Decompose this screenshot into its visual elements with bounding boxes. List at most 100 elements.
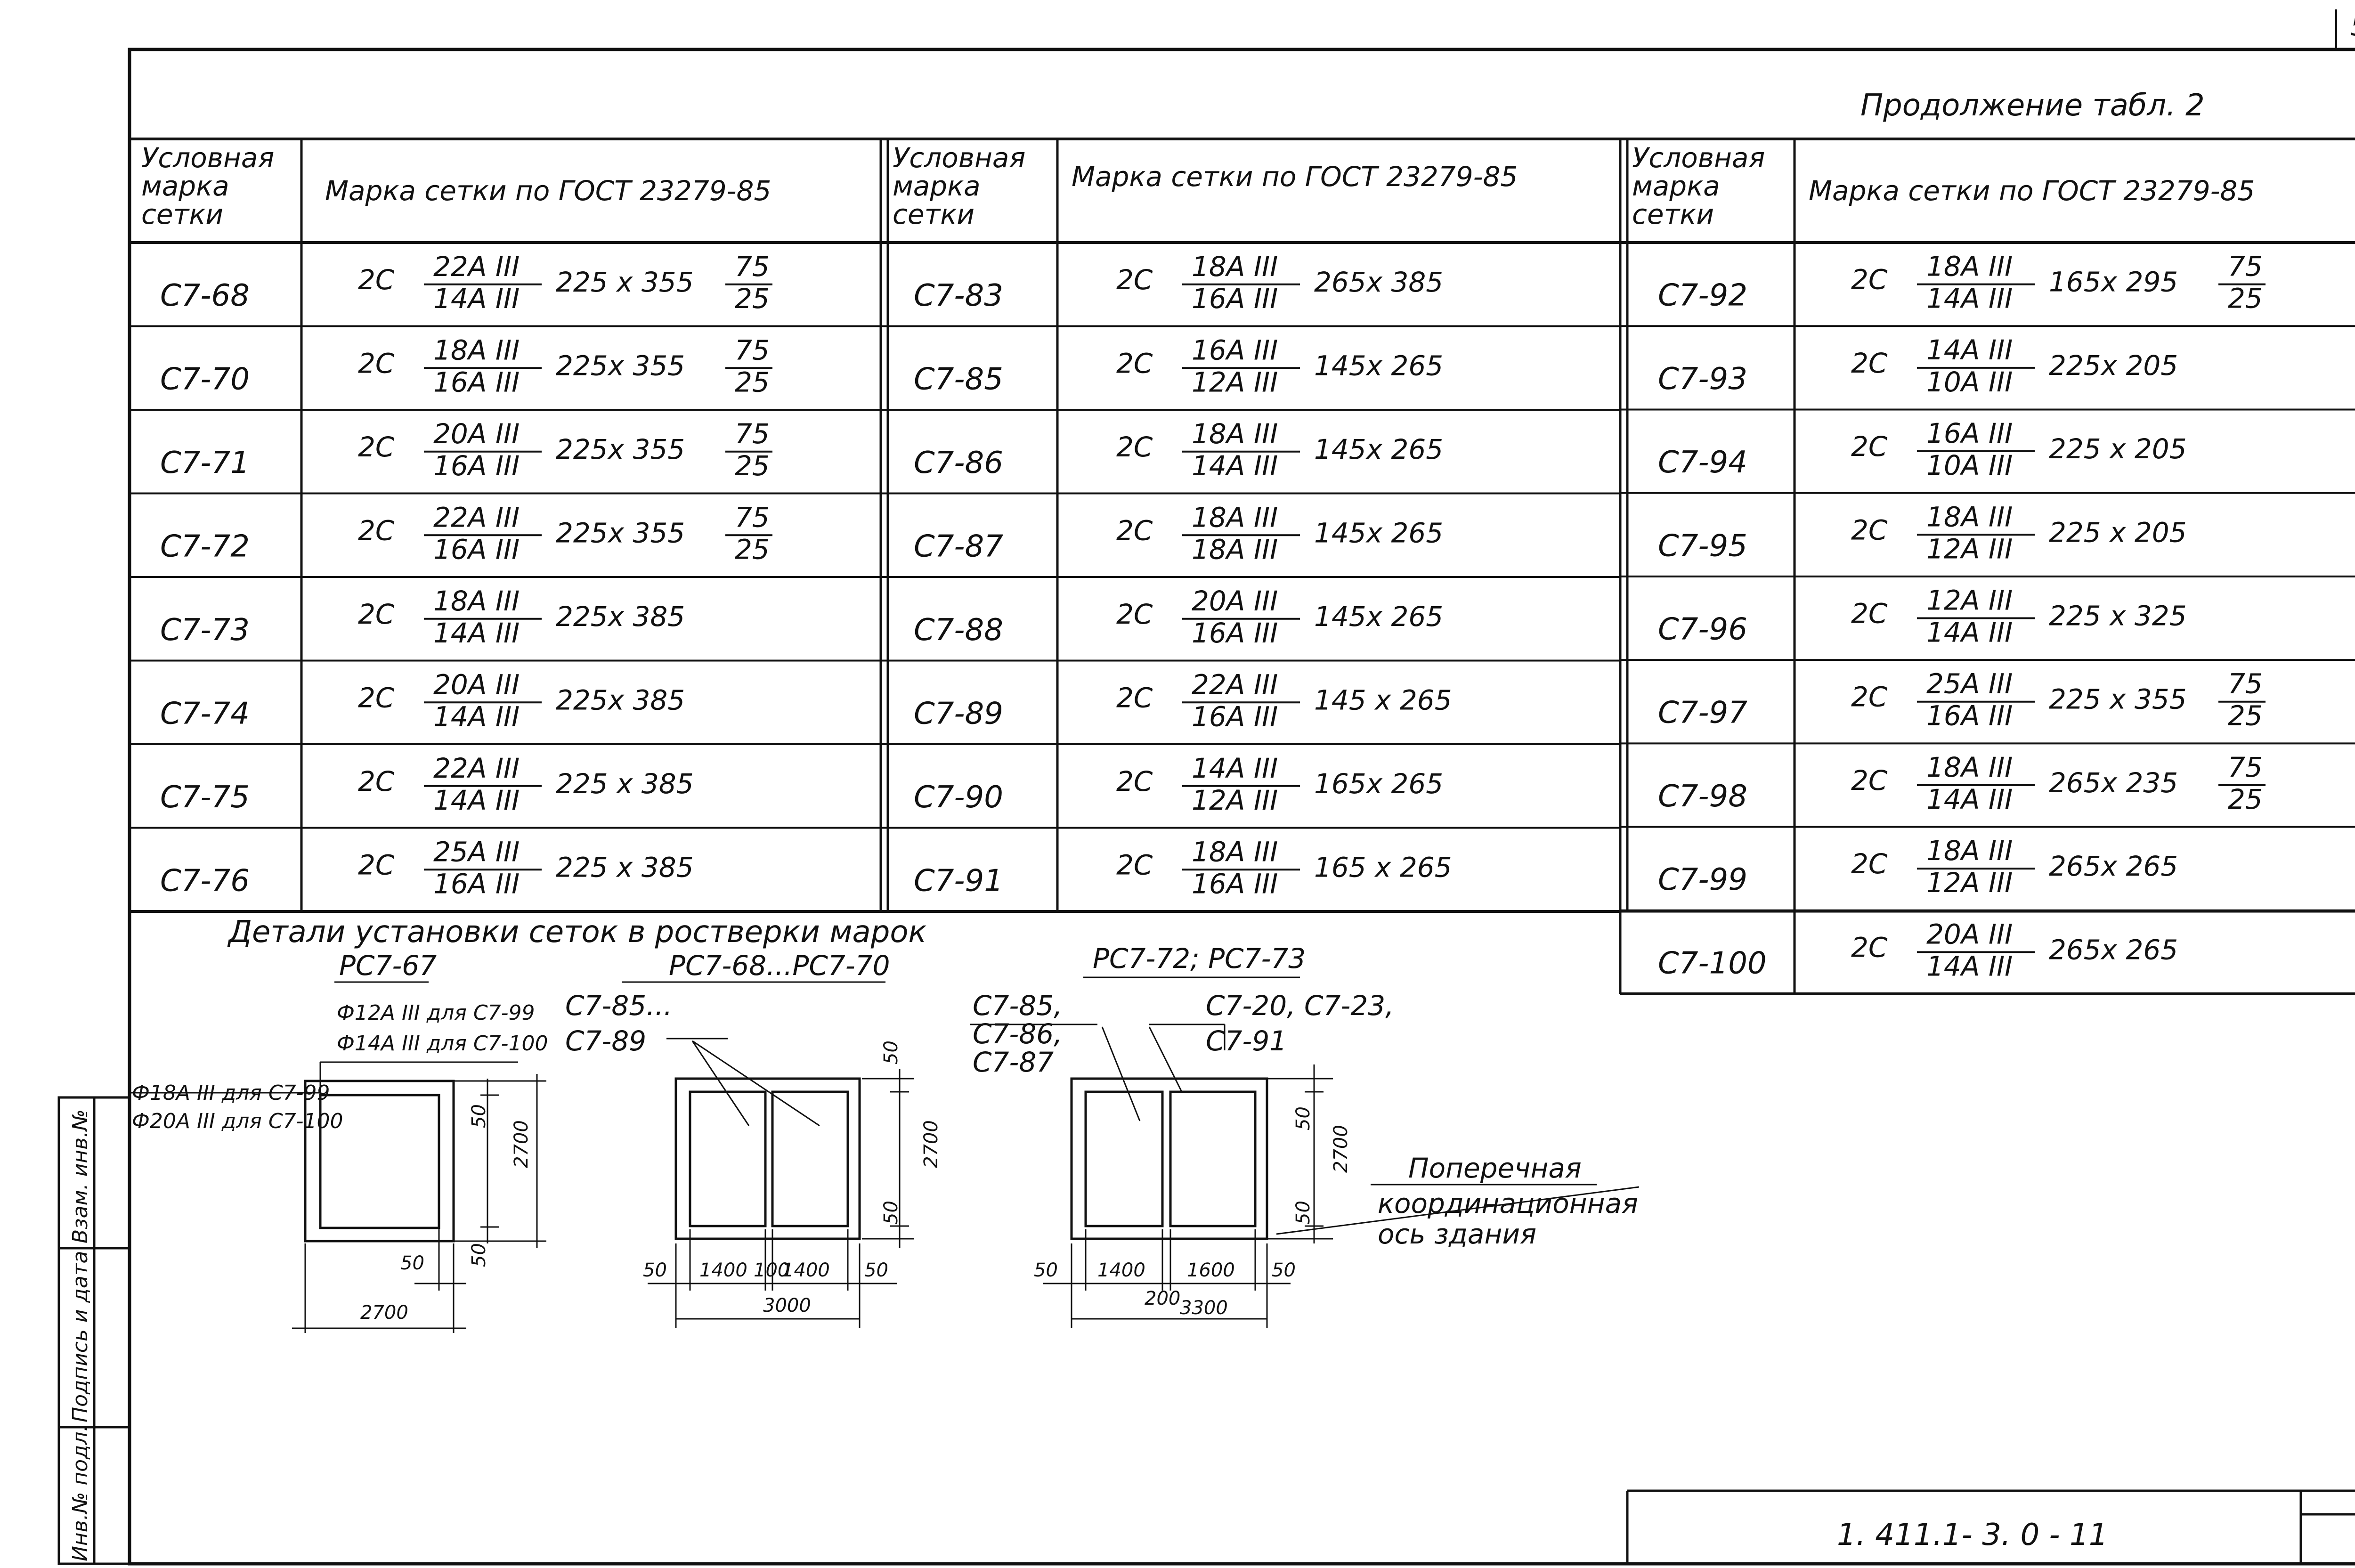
row-rebar-top: 20А III [1192, 585, 1278, 617]
row-mark: С7-72 [160, 529, 250, 564]
row-rebar-top: 18А III [1192, 836, 1278, 868]
d2-seg-1400b: 1400 [782, 1259, 830, 1281]
row-rebar-top: 18А III [1192, 418, 1278, 450]
row-rebar-top: 18А III [433, 334, 520, 366]
row-prefix: 2С [1116, 598, 1153, 630]
row-rebar-bottom: 14А III [1926, 783, 2013, 815]
row-mark: С7-70 [160, 362, 250, 397]
header-grid-col: Марка сетки по ГОСТ 23279-85 [325, 175, 771, 207]
row-rebar-bottom: 16А III [1192, 700, 1278, 732]
row-mark: С7-91 [914, 863, 1003, 898]
d2-label2: С7-89 [565, 1025, 646, 1057]
d3-total: 3300 [1180, 1297, 1228, 1319]
doc-code: 1. 411.1- 3. 0 - 11 [1837, 1518, 2108, 1552]
header-mark-line3: сетки [893, 198, 974, 230]
row-mark: С7-83 [914, 278, 1003, 313]
detail-2-sub: РС7-68...РС7-70 [669, 950, 890, 982]
row-size: 225х 385 [556, 684, 685, 716]
row-rebar-top: 16А III [1192, 334, 1278, 366]
row-rebar-top: 22А III [433, 752, 520, 784]
row-mark: С7-74 [160, 696, 250, 731]
row-mark: С7-95 [1658, 528, 1747, 563]
row-mark: С7-88 [914, 613, 1003, 648]
row-prefix: 2С [358, 514, 395, 546]
d2-seg-100: 100 [754, 1259, 789, 1281]
row-rebar-top: 25А III [433, 836, 520, 868]
page-number: 50 [2350, 11, 2355, 42]
d1-dim-50-top: 50 [468, 1104, 490, 1128]
d1-dim-w: 2700 [360, 1302, 408, 1324]
header-mark-line3: сетки [141, 198, 223, 230]
row-rebar-top: 20А III [433, 668, 520, 700]
stamp-side-replace: Взам. инв.№ [68, 1109, 92, 1243]
d3-label4: С7-20, С7-23, [1206, 990, 1394, 1022]
d1-label1: Ф12А III для С7-99 [337, 1001, 535, 1025]
row-size: 145х 265 [1314, 349, 1443, 382]
row-rebar-bottom: 16А III [433, 366, 520, 398]
header-mark-line2: марка [893, 170, 981, 202]
row-prefix: 2С [1116, 849, 1153, 881]
row-offset-top: 75 [735, 251, 770, 283]
row-rebar-top: 18А III [1926, 251, 2013, 283]
row-size: 145х 265 [1314, 433, 1443, 465]
header-mark-line1: Условная [141, 142, 274, 174]
row-rebar-top: 25А III [1926, 668, 2013, 700]
row-offset-top: 75 [735, 501, 770, 533]
row-rebar-bottom: 14А III [433, 784, 520, 816]
row-offset-top: 75 [2228, 751, 2263, 783]
row-prefix: 2С [1116, 264, 1153, 296]
row-rebar-bottom: 10А III [1926, 449, 2013, 481]
d2-seg-1400a: 1400 [699, 1259, 747, 1281]
row-rebar-bottom: 18А III [1192, 533, 1278, 565]
title-block [57, 1096, 2355, 1565]
row-rebar-bottom: 16А III [1926, 700, 2013, 732]
row-rebar-top: 20А III [1926, 918, 2013, 950]
row-mark: С7-73 [160, 613, 250, 648]
row-size: 225х 205 [2049, 349, 2178, 382]
row-mark: С7-93 [1658, 362, 1747, 397]
row-size: 265х 265 [2049, 850, 2178, 882]
row-mark: С7-92 [1658, 278, 1747, 313]
detail-2-drawing [648, 1038, 914, 1328]
row-rebar-bottom: 14А III [1926, 617, 2013, 649]
row-rebar-bottom: 14А III [433, 700, 520, 732]
continuation-caption: Продолжение табл. 2 [1860, 88, 2205, 123]
row-prefix: 2С [1116, 514, 1153, 546]
row-rebar-bottom: 16А III [1192, 283, 1278, 315]
row-prefix: 2С [1851, 347, 1888, 379]
d1-dim-side: 2700 [511, 1120, 532, 1168]
row-size: 165х 265 [1314, 768, 1443, 800]
row-mark: С7-94 [1658, 445, 1747, 480]
row-prefix: 2С [358, 765, 395, 797]
row-mark: С7-87 [914, 529, 1003, 564]
row-prefix: 2С [358, 347, 395, 379]
row-offset-bottom: 25 [735, 533, 770, 565]
row-rebar-bottom: 14А III [1926, 950, 2013, 982]
row-size: 165 х 265 [1314, 851, 1452, 883]
row-offset-top: 75 [2228, 668, 2263, 700]
details-section: Детали установки сеток в ростверки марок… [132, 915, 1638, 1324]
row-prefix: 2С [1851, 514, 1888, 546]
d2-dim-50-top: 50 [880, 1040, 902, 1064]
d1-dim-50: 50 [400, 1252, 424, 1274]
header-mark-line1: Условная [1632, 142, 1765, 174]
row-rebar-bottom: 12А III [1192, 366, 1278, 398]
row-offset-top: 75 [735, 418, 770, 450]
details-title: Детали установки сеток в ростверки марок [227, 915, 927, 950]
d3-seg-50b: 50 [1272, 1259, 1296, 1281]
header-grid-col: Марка сетки по ГОСТ 23279-85 [1809, 175, 2255, 207]
spec-table [130, 139, 2355, 995]
d3-dim-side: 2700 [1330, 1125, 1352, 1173]
d2-seg-50a: 50 [643, 1259, 667, 1281]
d2-total: 3000 [763, 1295, 811, 1316]
row-prefix: 2С [358, 598, 395, 630]
row-size: 225х 385 [556, 601, 685, 633]
row-rebar-top: 18А III [1926, 501, 2013, 533]
row-rebar-bottom: 14А III [1926, 283, 2013, 315]
row-size: 225 х 385 [556, 768, 694, 800]
row-offset-top: 75 [735, 334, 770, 366]
d3-label5: С7-91 [1206, 1025, 1287, 1057]
row-prefix: 2С [1116, 347, 1153, 379]
row-size: 225х 355 [556, 349, 685, 382]
